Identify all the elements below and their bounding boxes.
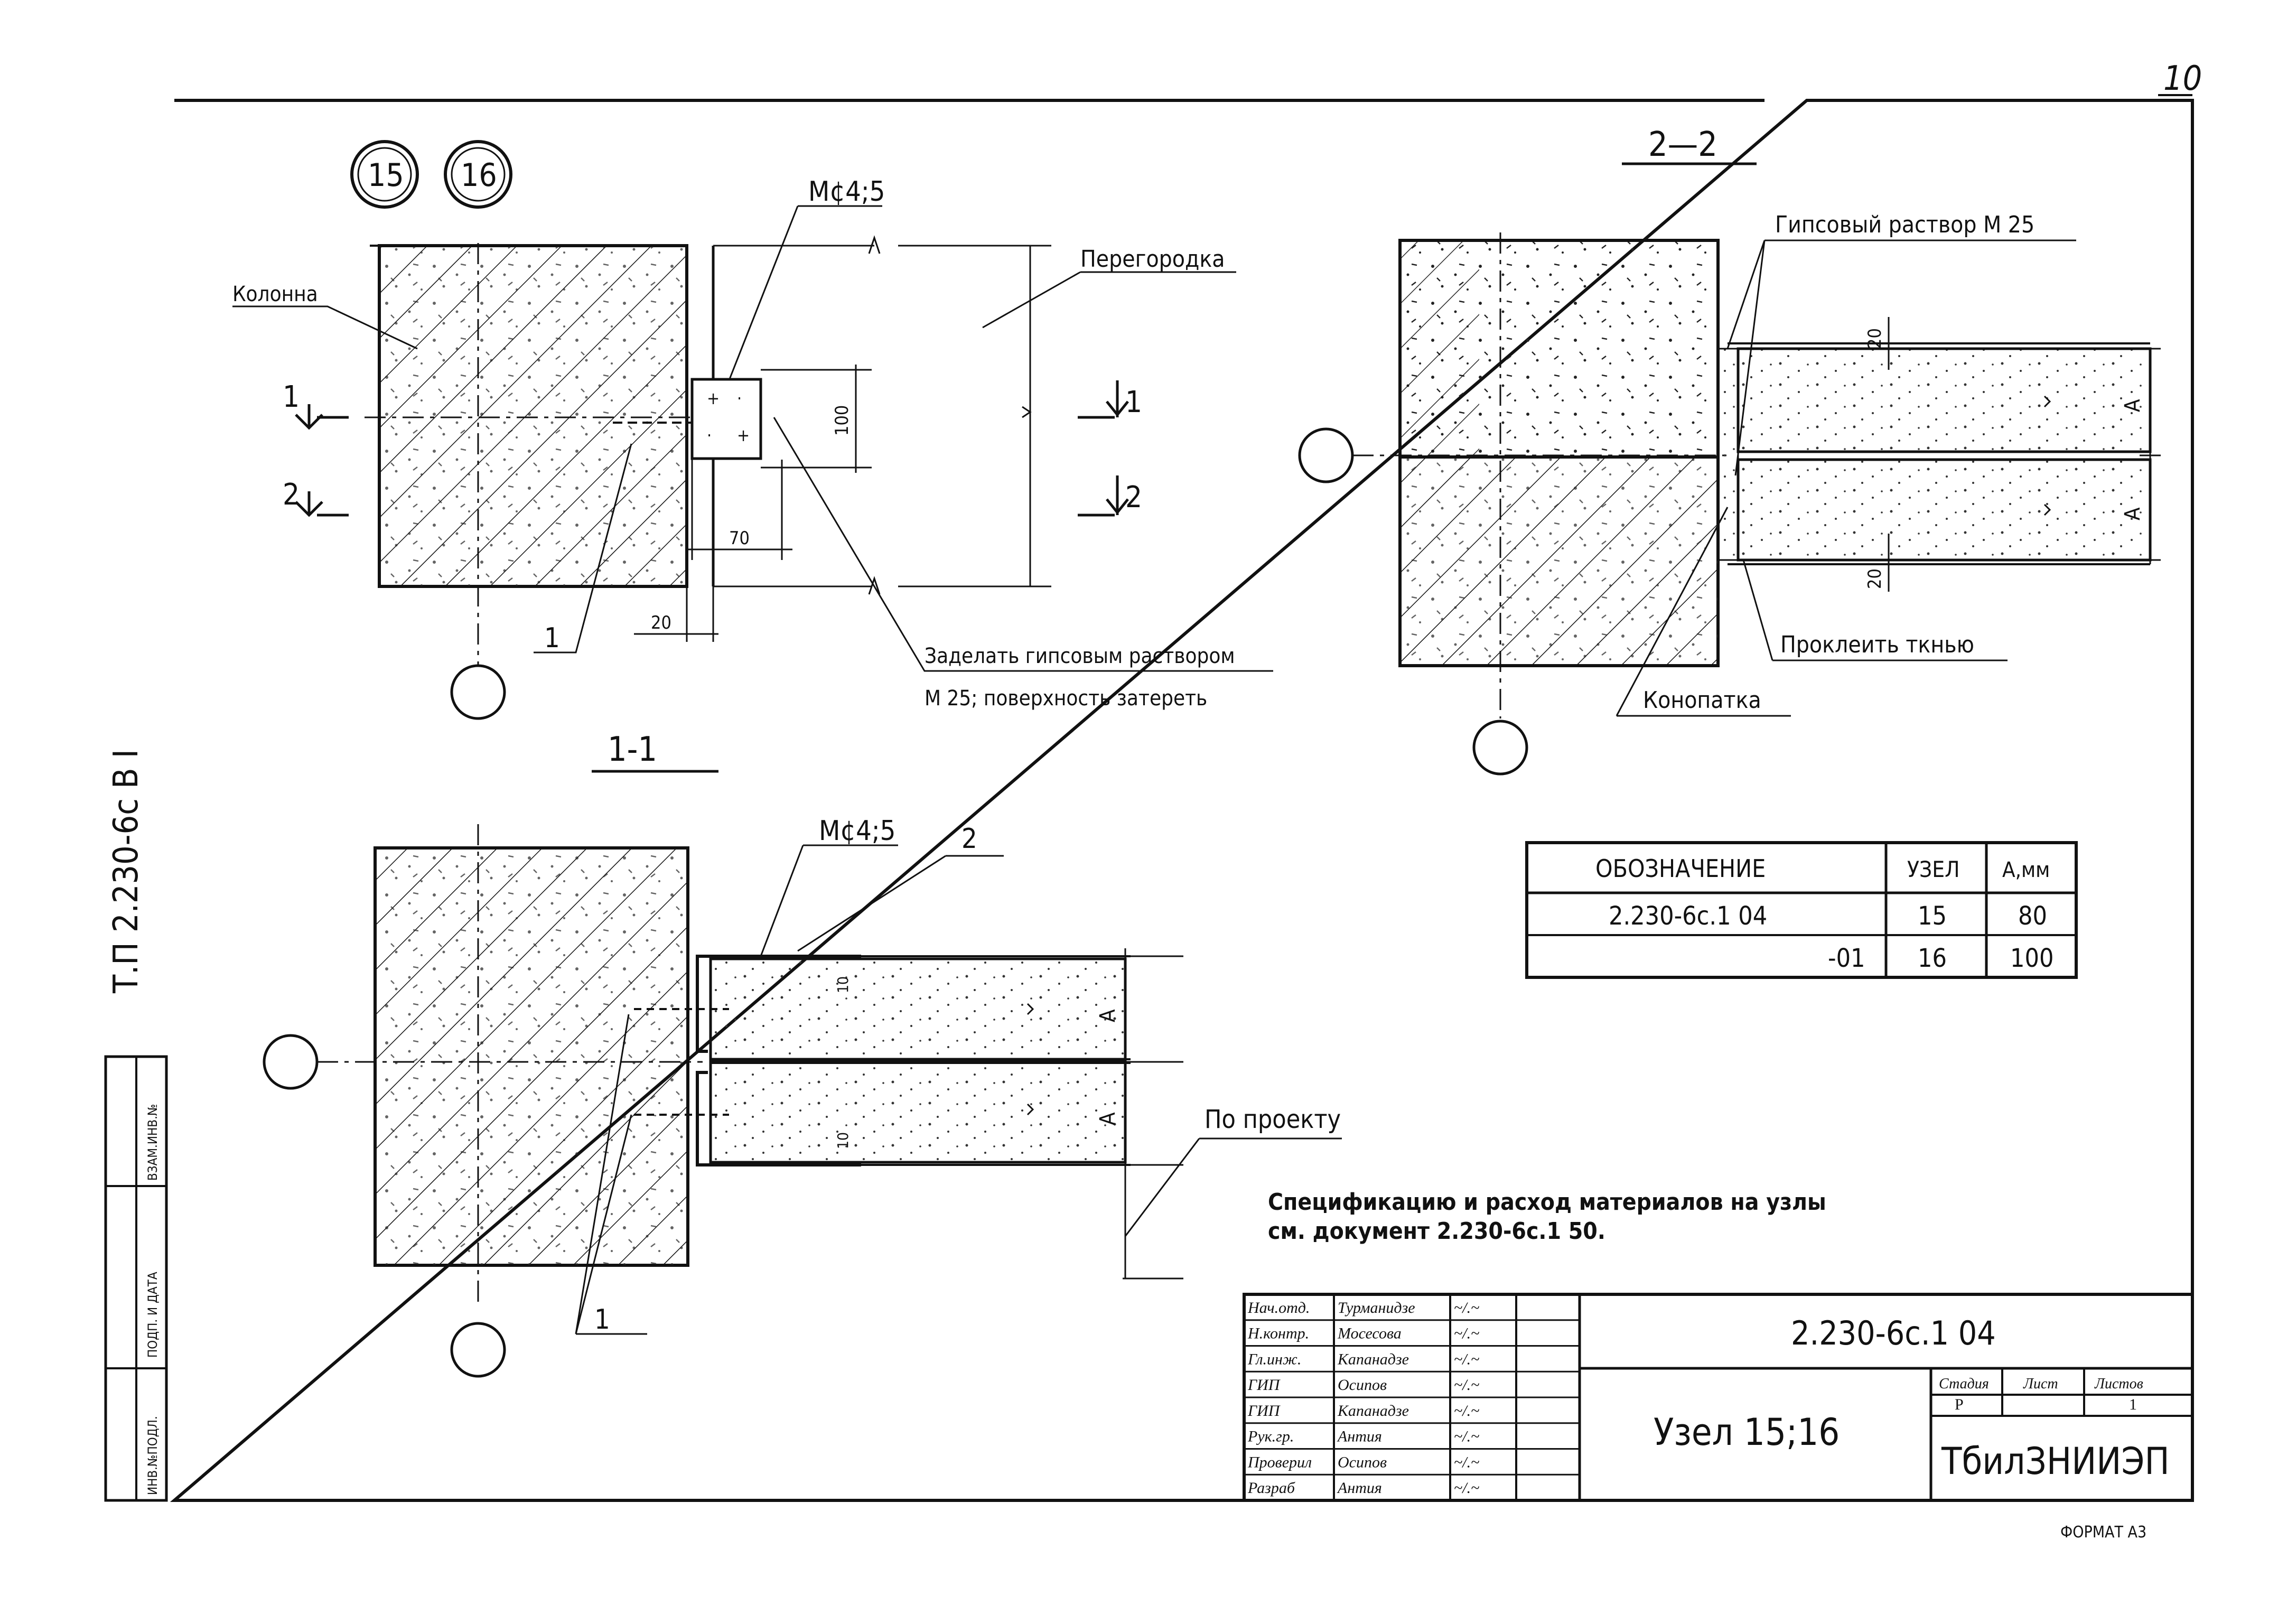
title-block: Нач.отд. Турманидзе ~/.~ Н.контр. Мосесова ~/… [1243,1293,2194,1502]
tb-stage-header: Стадия [1939,1376,1989,1392]
label-anchor-1-1: М¢4;5 [819,815,895,847]
cut-2-left: 2 [283,478,300,512]
title-block-name: Антия [1337,1428,1382,1445]
spec-cell-r2-a: 100 [2010,944,2053,973]
side-doc-code: Т.П 2.230-6с В I [107,749,146,994]
label-fabric: Проклеить ткнью [1780,631,1974,658]
spec-header-a: А,мм [2002,858,2050,882]
note-line1: Спецификацию и расход материалов на узлы [1268,1189,1826,1216]
plan-view: 15 16 + · · + 100 70 [232,140,1273,720]
tb-stage: Р [1955,1396,1964,1413]
title-block-sign: ~/.~ [1454,1376,1479,1394]
svg-text:+: + [707,388,720,408]
spec-cell-r1-node: 15 [1918,901,1947,931]
section-2-2: 2—2 А А 20 20 Гипсовый раствор М 25 Прок… [1298,125,2161,776]
spec-cell-r2-designation: -01 [1828,944,1865,973]
spec-header-node: УЗЕЛ [1907,856,1960,882]
title-block-name: Осипов [1338,1453,1387,1471]
title-block-sign: ~/.~ [1454,1479,1479,1497]
side-label-inv: ИНВ.№ПОДЛ. [145,1416,160,1495]
cut-2-right: 2 [1125,480,1142,515]
title-block-role: Нач.отд. [1247,1299,1310,1317]
bar-mark-10-lower: 10 [834,1132,852,1149]
tb-sheet-title: Узел 15;16 [1654,1411,1840,1454]
spec-cell-r2-node: 16 [1918,944,1947,973]
title-block-sign: ~/.~ [1454,1402,1479,1420]
svg-text:·: · [707,425,712,445]
side-label-replace: ВЗАМ.ИНВ.№ [145,1104,160,1181]
spec-cell-r1-a: 80 [2018,901,2047,931]
tb-sheets: 1 [2129,1396,2137,1413]
label-partition: Перегородка [1080,246,1225,273]
title-block-name: Осипов [1338,1376,1387,1394]
side-label-sign-date: ПОДП. И ДАТА [145,1272,160,1358]
label-anchor-plan: М¢4;5 [808,176,885,208]
page-number: 10 [2163,59,2202,98]
spec-header-designation: ОБОЗНАЧЕНИЕ [1595,854,1766,883]
title-block-role: Разраб [1247,1479,1295,1497]
label-by-project: По проекту [1205,1105,1341,1134]
title-block-name: Мосесова [1337,1325,1402,1342]
title-block-sign: ~/.~ [1454,1350,1479,1368]
title-block-role: ГИП [1247,1402,1281,1420]
title-block-name: Капанадзе [1337,1402,1409,1420]
title-block-sign: ~/.~ [1454,1428,1479,1445]
cut-1-right: 1 [1125,385,1142,419]
dim-20-lower: 20 [1864,568,1885,589]
title-block-role: Н.контр. [1247,1325,1309,1342]
node-marker-16: 16 [461,157,497,194]
anchor-plate [690,378,762,460]
partition-block-2-2-upper [1736,347,2152,453]
dim-20: 20 [651,612,671,633]
node-marker-15: 15 [368,157,404,194]
leader-1-plan: 1 [544,622,560,654]
dim-100: 100 [832,405,853,436]
partition-block-upper [709,957,1127,1061]
fill-note-line2: М 25; поверхность затереть [925,686,1207,711]
title-block-role: ГИП [1247,1376,1281,1394]
title-block-sign: ~/.~ [1454,1299,1479,1317]
leader-2-1-1: 2 [961,823,977,855]
dim-a-upper-2-2: А [2121,399,2145,412]
tb-sheet-header: Лист [2023,1376,2058,1392]
dim-20-upper: 20 [1864,328,1885,349]
note-line2: см. документ 2.230-6с.1 50. [1268,1218,1605,1245]
spec-table: ОБОЗНАЧЕНИЕ УЗЕЛ А,мм 2.230-6с.1 04 15 8… [1525,841,2078,979]
tb-doc-code: 2.230-6с.1 04 [1791,1314,1996,1352]
title-block-name: Капанадзе [1337,1350,1409,1368]
title-block-role: Рук.гр. [1247,1428,1294,1445]
cut-1-left: 1 [283,380,300,414]
label-caulking: Конопатка [1643,687,1761,714]
dim-70: 70 [729,528,750,549]
label-column: Колонна [232,282,318,306]
tb-sheets-header: Листов [2094,1376,2143,1392]
section-1-1-title: 1-1 [608,730,657,769]
fill-note-line1: Заделать гипсовым раствором [925,644,1235,668]
title-block-name: Турманидзе [1338,1299,1415,1317]
svg-text:·: · [737,388,742,408]
dim-a-upper-1-1: А [1096,1009,1120,1022]
title-block-sign: ~/.~ [1454,1325,1479,1342]
partition-block-2-2-lower [1736,458,2152,562]
section-1-1: 1-1 10 10 А А М¢4;5 2 1 [263,730,1342,1378]
dim-a-lower-2-2: А [2121,507,2145,520]
title-block-name: Антия [1337,1479,1382,1497]
dim-a-lower-1-1: А [1096,1112,1120,1125]
partition-block-lower [709,1060,1127,1164]
label-gypsum: Гипсовый раствор М 25 [1775,211,2034,238]
sheet-format: ФОРМАТ А3 [2060,1523,2146,1542]
leader-1-1-1: 1 [594,1304,610,1336]
title-block-sign: ~/.~ [1454,1453,1479,1471]
title-block-role: Гл.инж. [1247,1350,1301,1368]
section-2-2-title: 2—2 [1648,125,1717,164]
svg-text:+: + [737,425,750,445]
spec-cell-r1-designation: 2.230-6с.1 04 [1609,901,1767,931]
tb-org: ТбилЗНИИЭП [1941,1440,2170,1483]
bar-mark-10-upper: 10 [834,976,852,993]
title-block-role: Проверил [1247,1453,1312,1471]
